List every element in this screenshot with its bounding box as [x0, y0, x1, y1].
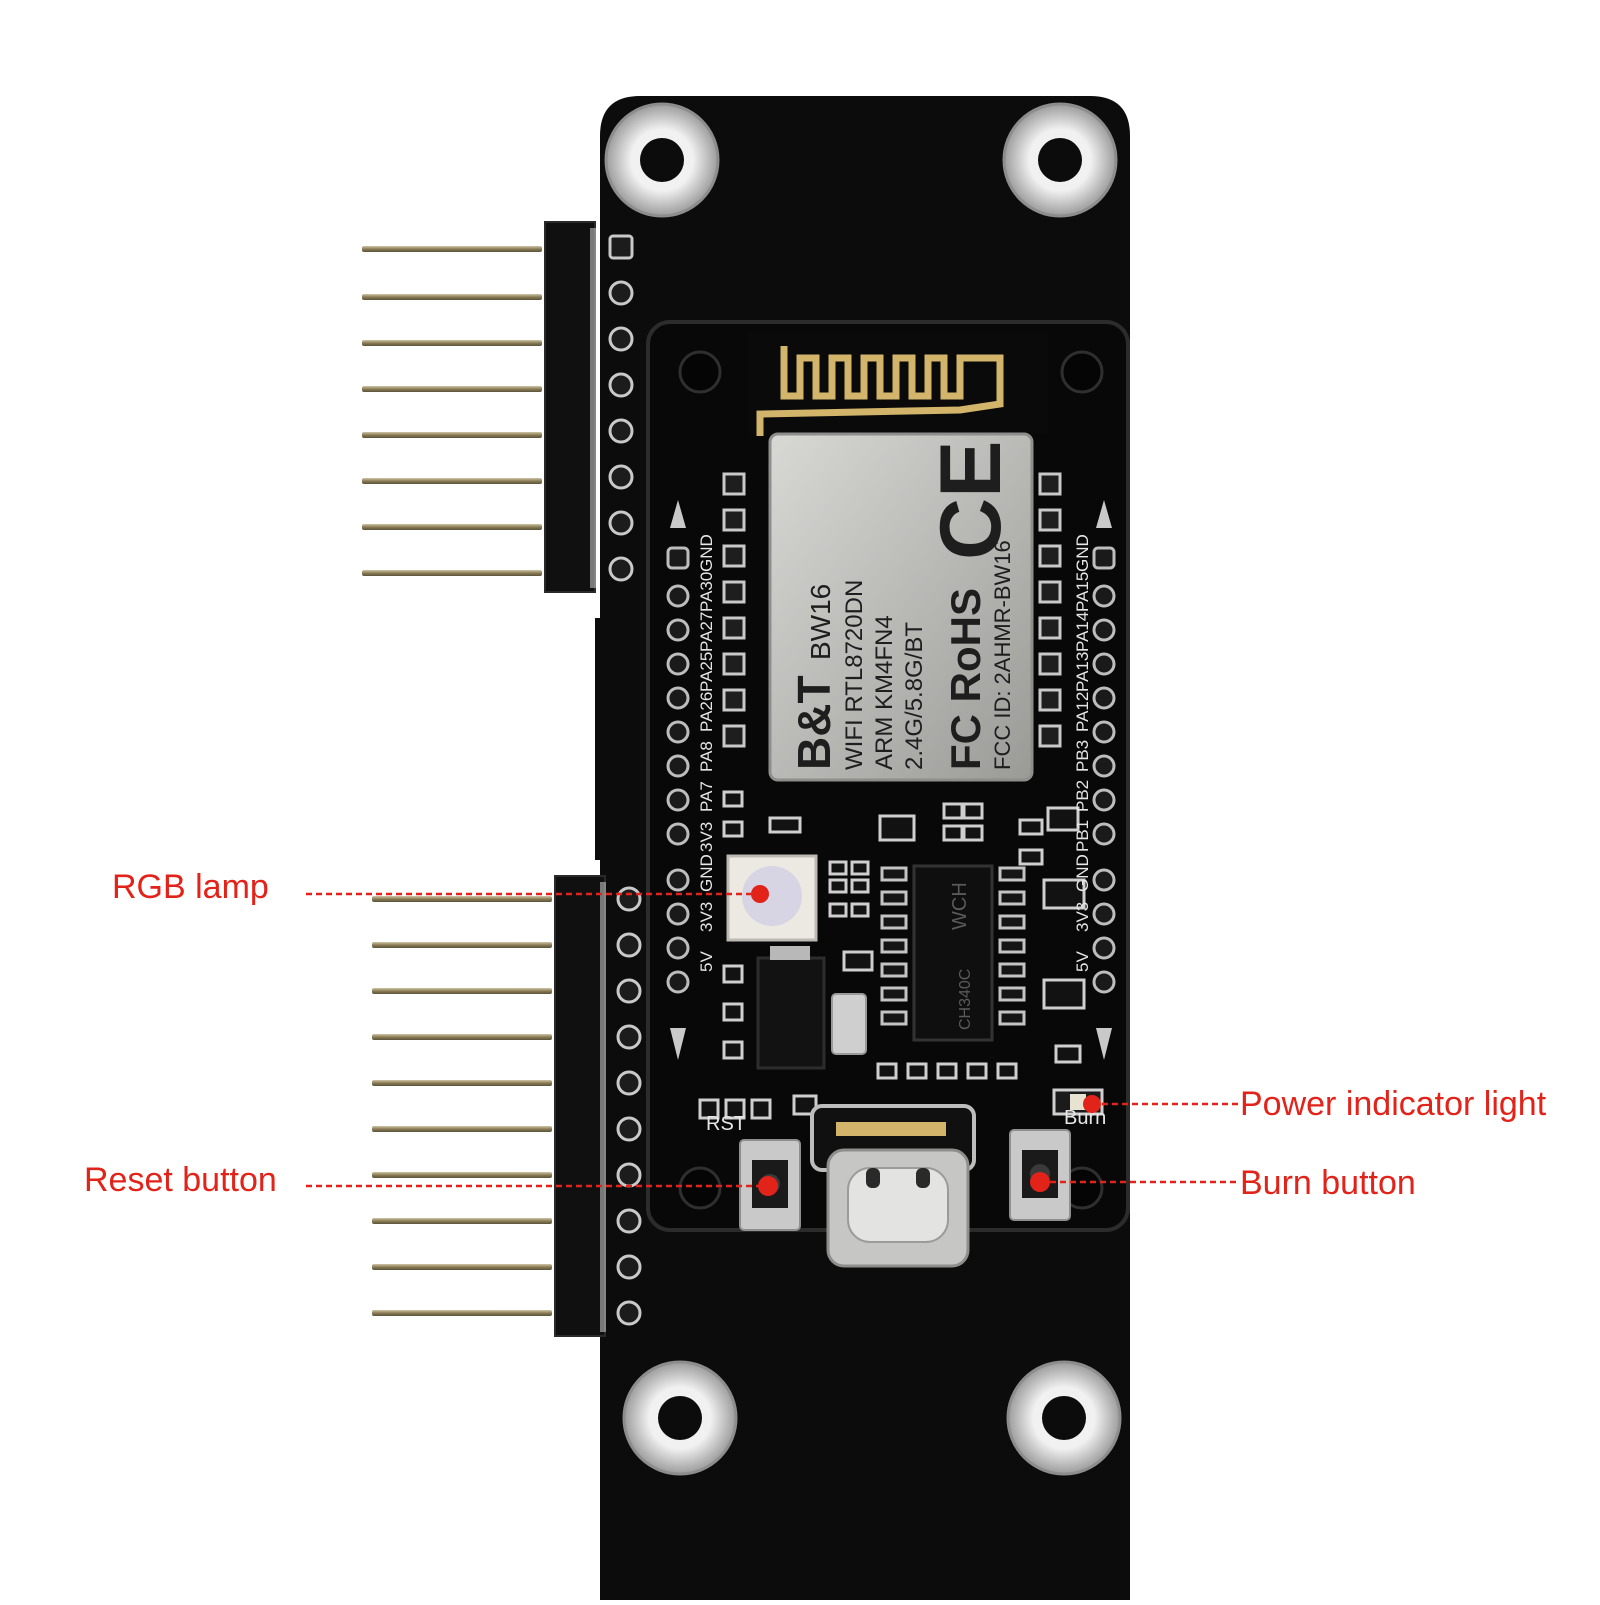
rgb-led-lens	[742, 866, 802, 926]
mounting-hole-top-right	[1002, 102, 1118, 218]
fcc-id: FCC ID: 2AHMR-BW16	[990, 540, 1015, 770]
silkscreen-left-pin-6: PA7	[697, 781, 716, 812]
usb-uart-chip	[912, 864, 994, 1042]
silkscreen-right-pin-6: PB2	[1073, 780, 1092, 812]
module-pads-right	[1038, 472, 1062, 748]
header-pins-lower	[372, 896, 552, 1316]
side-passives	[880, 866, 1026, 1026]
silkscreen-left-pin-8: GND	[697, 854, 716, 892]
silkscreen-right-pin-4: PA12	[1073, 692, 1092, 732]
header-pads-lower	[616, 886, 642, 1326]
silkscreen-left-pin-10: 5V	[697, 951, 716, 972]
solder-spike-left-bottom	[670, 1028, 686, 1060]
silkscreen-chip-name: CH340C	[957, 969, 974, 1030]
solder-spike-right-top	[1096, 500, 1112, 528]
callout-dots	[751, 885, 1101, 1196]
dot-reset-button	[758, 1176, 778, 1196]
callout-leaders	[306, 892, 1238, 1188]
silkscreen-rst: RST	[706, 1113, 746, 1135]
silkscreen-right-pin-3: PA13	[1073, 652, 1092, 692]
label-rgb-lamp: RGB lamp	[112, 868, 269, 906]
silkscreen-left-pin-3: PA25	[697, 652, 716, 692]
silkscreen-left-pin-2: PA27	[697, 612, 716, 652]
silkscreen-burn: Burn	[1064, 1107, 1106, 1129]
module-brand: B&T	[788, 675, 840, 770]
silkscreen-right-pin-5: PB3	[1073, 740, 1092, 772]
silkscreen-left-pin-9: 3V3	[697, 902, 716, 932]
silkscreen-chip-brand: WCH	[949, 882, 971, 930]
silkscreen-right-pin-1: PA15	[1073, 572, 1092, 612]
module-line3: 2.4G/5.8G/BT	[901, 622, 928, 770]
module-line2: ARM KM4FN4	[871, 615, 898, 770]
silkscreen-left-pin-5: PA8	[697, 741, 716, 772]
header-pins-upper	[362, 246, 542, 576]
silkscreen-left-pin-4: PA26	[697, 692, 716, 732]
silkscreen-left-pin-7: 3V3	[697, 822, 716, 852]
side-pads-right	[1092, 546, 1116, 994]
fcc-rohs-mark: FC RoHS	[942, 588, 989, 770]
dot-burn-button	[1030, 1172, 1050, 1192]
solder-spike-left-top	[670, 500, 686, 528]
silkscreen-right-pin-7: PB1	[1073, 820, 1092, 852]
module-marking: B&T BW16 WIFI RTL8720DN ARM KM4FN4 2.4G/…	[788, 441, 1019, 770]
mounting-hole-top-left	[604, 102, 720, 218]
label-reset-button: Reset button	[84, 1161, 277, 1199]
voltage-regulator	[756, 956, 826, 1070]
silkscreen-right-pin-9: 3V3	[1073, 902, 1092, 932]
module-pads-left	[722, 472, 746, 748]
pcb-antenna-trace	[756, 346, 1004, 436]
silkscreen-right-pin-8: GND	[1073, 854, 1092, 892]
label-burn-button: Burn button	[1240, 1164, 1416, 1202]
mounting-hole-bottom-left	[622, 1360, 738, 1476]
ce-mark: CE	[923, 441, 1019, 560]
header-housing-lower	[554, 875, 606, 1337]
module-shield	[768, 432, 1034, 782]
solder-spike-right-bottom	[1096, 1028, 1112, 1060]
label-power-indicator: Power indicator light	[1240, 1085, 1547, 1123]
silkscreen-right-pin-10: 5V	[1073, 951, 1092, 972]
silkscreen-right-pin-2: PA14	[1073, 612, 1092, 652]
header-pads-upper	[608, 234, 634, 582]
module-line1: WIFI RTL8720DN	[841, 580, 868, 770]
silkscreen-right-pin-0: GND	[1073, 534, 1092, 572]
mounting-hole-bottom-right	[1006, 1360, 1122, 1476]
module-model: BW16	[805, 584, 836, 660]
crystal	[831, 993, 867, 1055]
dot-power-indicator	[1083, 1095, 1101, 1113]
smd-components	[698, 790, 1086, 1120]
silkscreen-left-pin-1: PA30	[697, 572, 716, 612]
silkscreen-left-pin-0: GND	[697, 534, 716, 572]
dot-rgb-lamp	[751, 885, 769, 903]
side-pads-left	[666, 546, 690, 994]
header-housing-upper	[544, 221, 596, 593]
usb-c-connector	[810, 1104, 976, 1268]
